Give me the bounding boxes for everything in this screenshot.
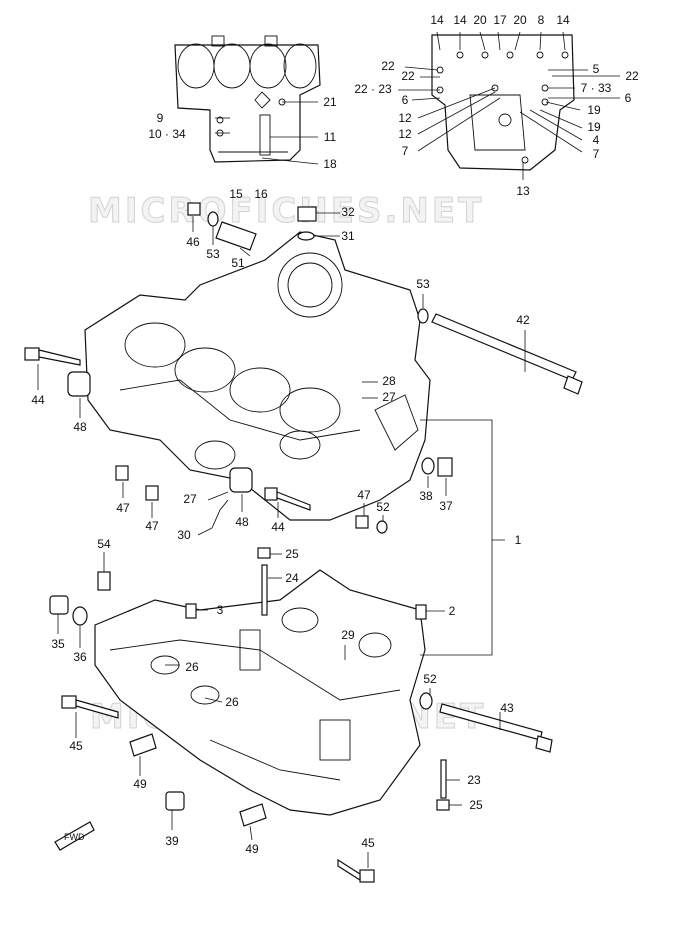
callout-47: 47	[357, 488, 371, 502]
callout-7: 7	[593, 147, 600, 161]
callout-3: 3	[217, 603, 224, 617]
callout-47: 47	[116, 501, 130, 515]
callout-19: 19	[587, 120, 601, 134]
callout-12: 12	[398, 127, 412, 141]
callout-47: 47	[145, 519, 159, 533]
callout-25: 25	[285, 547, 299, 561]
callout-26: 26	[185, 660, 199, 674]
callout-35: 35	[51, 637, 65, 651]
callout-7-33: 7 · 33	[581, 81, 612, 95]
callout-22: 22	[625, 69, 639, 83]
callout-26: 26	[225, 695, 239, 709]
callout-6: 6	[625, 91, 632, 105]
callout-9: 9	[157, 111, 164, 125]
callout-11: 11	[324, 130, 337, 144]
lower-crankcase	[94, 569, 426, 816]
callout-19: 19	[587, 103, 601, 117]
callout-23: 23	[467, 773, 481, 787]
callout-53: 53	[416, 277, 430, 291]
watermark-upper: MICROFICHES.NET	[88, 191, 484, 231]
callout-2: 2	[449, 604, 456, 618]
callout-17: 17	[493, 13, 507, 27]
callout-28: 28	[382, 374, 396, 388]
callout-45: 45	[69, 739, 83, 753]
callout-1: 1	[515, 533, 522, 547]
callout-14: 14	[430, 13, 444, 27]
callout-42: 42	[516, 313, 530, 327]
callout-27: 27	[183, 492, 197, 506]
callout-36: 36	[73, 650, 87, 664]
callouts: 14 14 20 17 20 8 14 22 22 22 · 23 6 12 1…	[31, 13, 639, 856]
callout-12: 12	[398, 111, 412, 125]
callout-13: 13	[516, 184, 530, 198]
fwd-label: FWD	[64, 832, 85, 842]
leader-lines	[37, 31, 620, 868]
upper-crankcase	[84, 231, 431, 521]
inset-upper-case-top	[174, 35, 321, 163]
callout-45: 45	[361, 836, 375, 850]
callout-24: 24	[285, 571, 299, 585]
callout-52: 52	[423, 672, 437, 686]
callout-48: 48	[235, 515, 249, 529]
callout-15: 15	[229, 187, 243, 201]
callout-51: 51	[231, 256, 245, 270]
inset-lower-case-bottom	[431, 34, 575, 171]
callout-4: 4	[593, 133, 600, 147]
callout-21: 21	[323, 95, 337, 109]
callout-22: 22	[401, 69, 415, 83]
callout-25: 25	[469, 798, 483, 812]
callout-52: 52	[376, 500, 390, 514]
callout-7: 7	[402, 144, 409, 158]
callout-46: 46	[186, 235, 200, 249]
callout-54: 54	[97, 537, 111, 551]
callout-20: 20	[513, 13, 527, 27]
callout-14: 14	[453, 13, 467, 27]
callout-49: 49	[133, 777, 147, 791]
callout-30: 30	[177, 528, 191, 542]
callout-5: 5	[593, 62, 600, 76]
callout-6: 6	[402, 93, 409, 107]
callout-31: 31	[341, 229, 355, 243]
callout-37: 37	[439, 499, 453, 513]
callout-32: 32	[341, 205, 355, 219]
callout-10-34: 10 · 34	[148, 127, 186, 141]
hardware-parts	[24, 202, 583, 883]
callout-29: 29	[341, 628, 355, 642]
callout-14: 14	[556, 13, 570, 27]
callout-8: 8	[538, 13, 545, 27]
callout-27: 27	[382, 390, 396, 404]
callout-22: 22	[381, 59, 395, 73]
fwd-arrow: FWD	[54, 821, 95, 851]
callout-39: 39	[165, 834, 179, 848]
callout-18: 18	[323, 157, 337, 171]
callout-16: 16	[254, 187, 268, 201]
callout-20: 20	[473, 13, 487, 27]
callout-44: 44	[31, 393, 45, 407]
callout-53: 53	[206, 247, 220, 261]
callout-49: 49	[245, 842, 259, 856]
callout-48: 48	[73, 420, 87, 434]
callout-38: 38	[419, 489, 433, 503]
callout-43: 43	[500, 701, 514, 715]
callout-22-23: 22 · 23	[354, 82, 392, 96]
callout-44: 44	[271, 520, 285, 534]
